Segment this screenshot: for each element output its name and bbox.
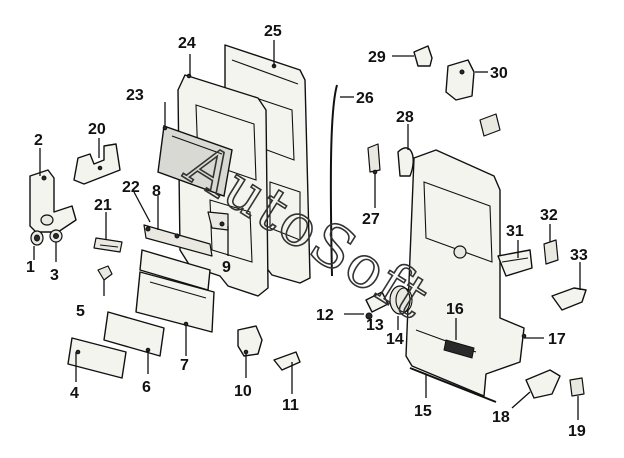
label-31: 31: [506, 223, 524, 240]
label-9: 9: [222, 259, 231, 276]
label-10: 10: [234, 383, 252, 400]
label-16: 16: [446, 301, 464, 318]
label-21: 21: [94, 197, 112, 214]
label-12: 12: [316, 307, 334, 324]
part-16-badge: [443, 339, 475, 359]
part-29-clip: [413, 45, 433, 67]
part-18-bracket: [525, 369, 561, 399]
part-10-bracket: [237, 325, 263, 357]
part-30b-block: [479, 113, 501, 137]
label-18: 18: [492, 409, 510, 426]
label-28: 28: [396, 109, 414, 126]
label-30: 30: [490, 65, 508, 82]
part-5-nut: [97, 265, 113, 281]
label-24: 24: [178, 35, 196, 52]
part-22-handle-bar: [143, 224, 213, 257]
label-11: 11: [282, 397, 299, 414]
part-7-lower-panel: [135, 271, 215, 333]
label-2: 2: [34, 132, 43, 149]
label-4: 4: [70, 385, 79, 402]
part-26-seal-strip: [329, 84, 338, 277]
part-labels: 1 2 3 4 5 6 7 8 9 10 11 12 13 14 15 16 1…: [26, 23, 588, 440]
label-22: 22: [122, 179, 140, 196]
label-32: 32: [540, 207, 558, 224]
label-7: 7: [180, 357, 189, 374]
label-17: 17: [548, 331, 566, 348]
label-19: 19: [568, 423, 586, 440]
label-8: 8: [152, 183, 161, 200]
label-5: 5: [76, 303, 85, 320]
part-20-hinge-bracket: [73, 143, 121, 185]
part-8-trim-strip: [139, 249, 211, 291]
leader-lines: [33, 40, 581, 420]
label-23: 23: [126, 87, 144, 104]
part-21-badge: [93, 237, 123, 253]
label-1: 1: [26, 259, 35, 276]
label-15: 15: [414, 403, 432, 420]
label-6: 6: [142, 379, 151, 396]
part-15-bottom-seal: [409, 367, 497, 403]
part-28-hook: [397, 147, 414, 177]
label-25: 25: [264, 23, 282, 40]
label-13: 13: [366, 317, 384, 334]
part-2-hinge: [29, 169, 77, 233]
part-1-bushing: [30, 230, 44, 246]
part-11-clip: [273, 351, 301, 371]
part-32-block: [543, 239, 559, 265]
label-26: 26: [356, 90, 374, 107]
part-23-window-glass: [157, 125, 233, 197]
part-14-handle: [389, 285, 413, 315]
part-19-clip: [569, 377, 585, 397]
label-14: 14: [386, 331, 404, 348]
label-27: 27: [362, 211, 380, 228]
part-31-strap: [497, 249, 533, 277]
label-33: 33: [570, 247, 588, 264]
part-30-latch: [445, 59, 475, 101]
part-3-bushing: [49, 229, 63, 243]
label-29: 29: [368, 49, 386, 66]
label-3: 3: [50, 267, 59, 284]
part-27-trim: [367, 143, 381, 175]
part-33-bracket: [551, 287, 587, 311]
label-20: 20: [88, 121, 106, 138]
part-12-lock-cylinder: [365, 291, 389, 320]
part-17-rear-door: [405, 149, 527, 397]
